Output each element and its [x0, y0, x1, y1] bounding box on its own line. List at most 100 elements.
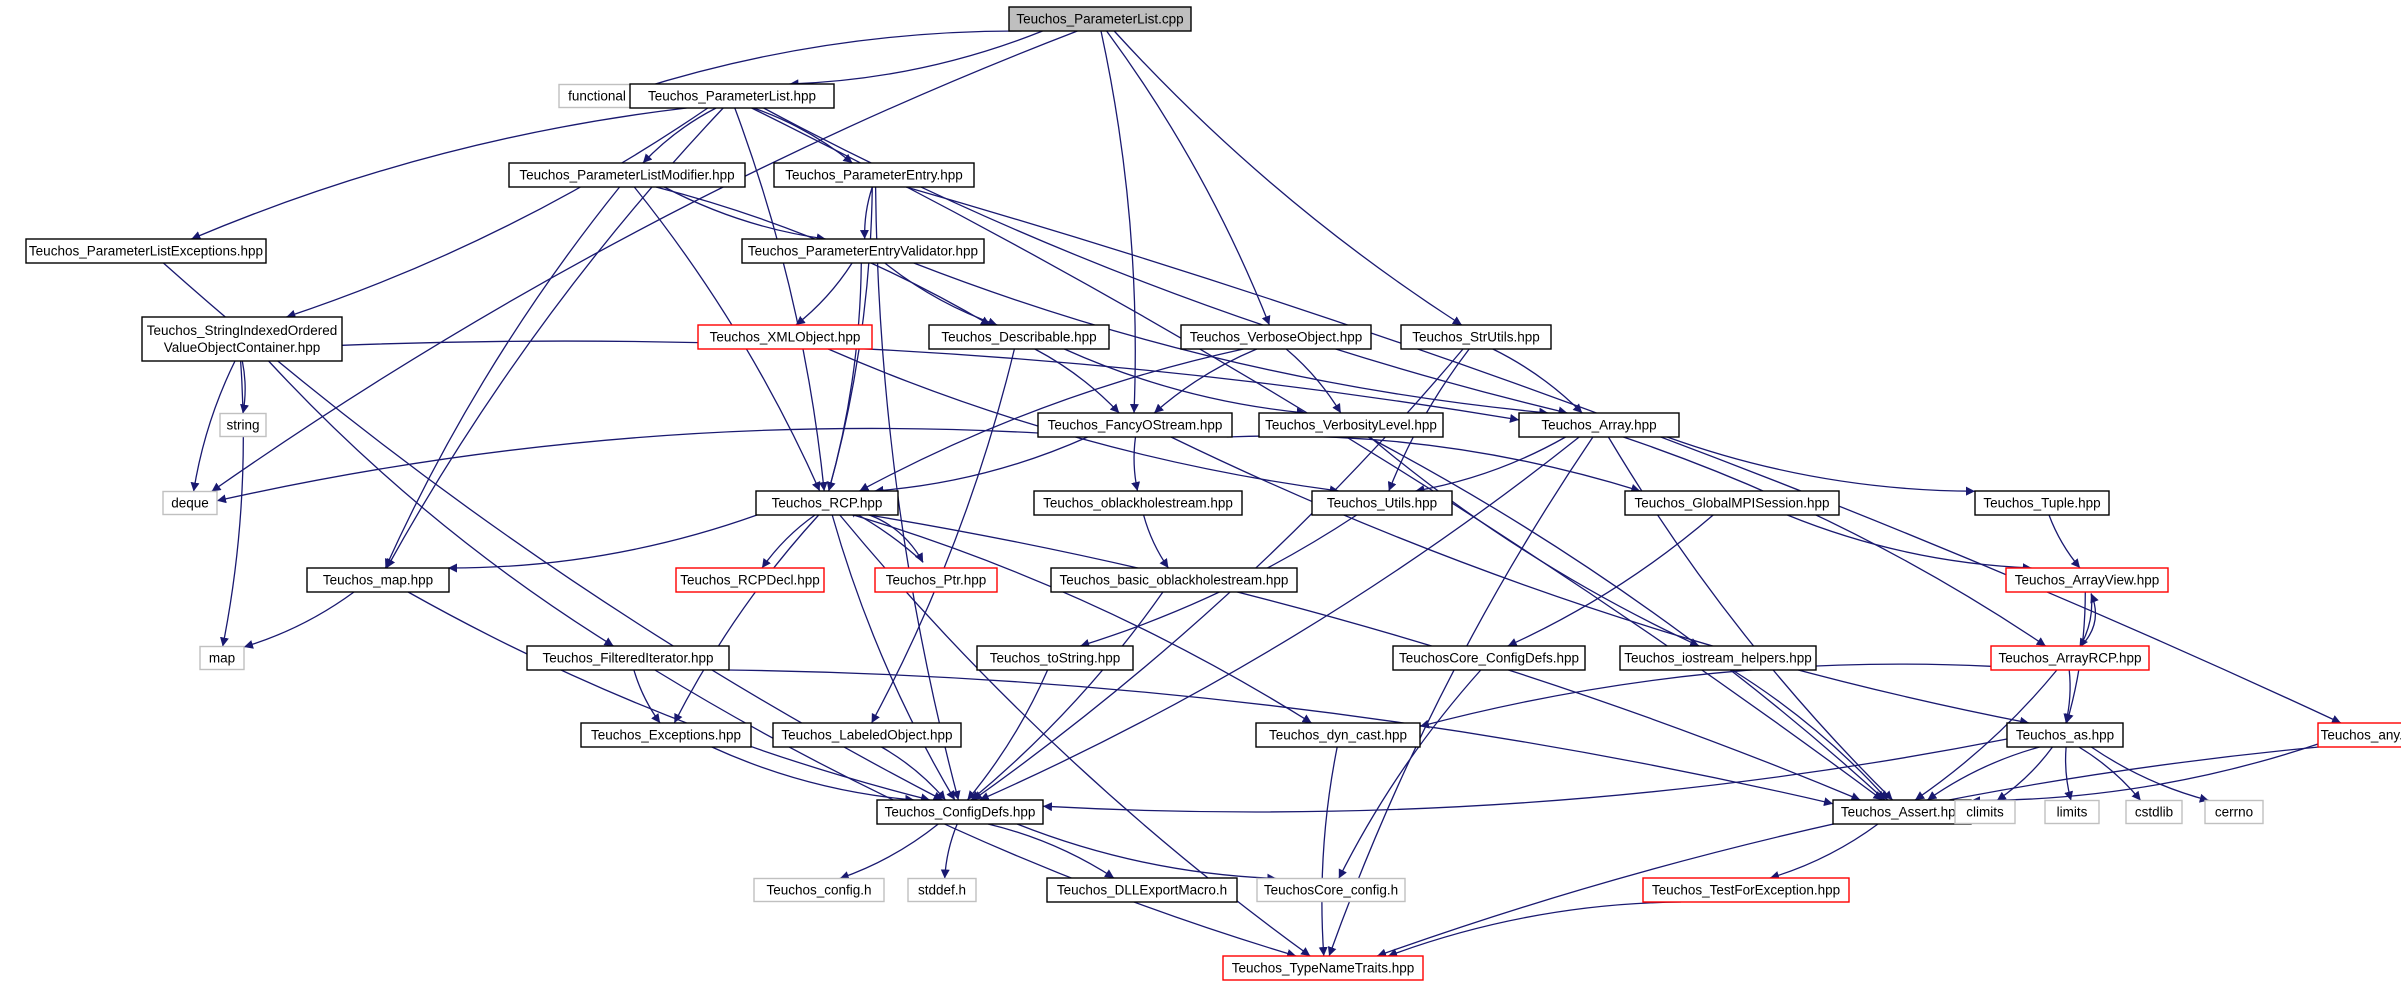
- node-dllexport[interactable]: Teuchos_DLLExportMacro.h: [1046, 877, 1238, 903]
- edge-rcp-to-dyncast: [853, 514, 1312, 724]
- node-box: [306, 567, 450, 593]
- node-label: Teuchos_map.hpp: [323, 573, 433, 588]
- node-verblevel[interactable]: Teuchos_VerbosityLevel.hpp: [1258, 412, 1444, 438]
- node-rcpdecl[interactable]: Teuchos_RCPDecl.hpp: [675, 567, 825, 593]
- node-box: [675, 567, 825, 593]
- node-configh[interactable]: Teuchos_config.h: [753, 877, 885, 903]
- node-box: [773, 162, 975, 188]
- node-iohelpers[interactable]: Teuchos_iostream_helpers.hpp: [1619, 645, 1817, 671]
- node-box: [2006, 722, 2124, 748]
- node-sioc[interactable]: Teuchos_StringIndexedOrderedValueObjectC…: [141, 316, 343, 362]
- edge-rcp-to-exceptions: [673, 514, 820, 724]
- node-dyncast[interactable]: Teuchos_dyn_cast.hpp: [1255, 722, 1421, 748]
- node-label: Teuchos_iostream_helpers.hpp: [1624, 651, 1812, 666]
- edge-plist-to-plistmod: [642, 107, 717, 164]
- edge-sioc-to-filtiter: [268, 360, 614, 647]
- node-configdefs[interactable]: Teuchos_ConfigDefs.hpp: [876, 799, 1044, 825]
- node-exceptions[interactable]: Teuchos_Exceptions.hpp: [580, 722, 752, 748]
- node-label: Teuchos_ParameterListExceptions.hpp: [29, 244, 263, 259]
- node-box: [1518, 412, 1680, 438]
- node-deque[interactable]: deque: [162, 490, 218, 516]
- node-labeledobj[interactable]: Teuchos_LabeledObject.hpp: [772, 722, 962, 748]
- edge-sioc-to-deque: [190, 360, 236, 492]
- node-globalmpi[interactable]: Teuchos_GlobalMPISession.hpp: [1624, 490, 1840, 516]
- node-box: [1400, 324, 1552, 350]
- node-box: [580, 722, 752, 748]
- edge-array-to-utils: [1415, 436, 1566, 494]
- node-cstdlib[interactable]: cstdlib: [2125, 799, 2183, 825]
- node-box: [1392, 645, 1586, 671]
- edge-plist-to-pentry: [753, 107, 853, 164]
- node-verboseobj[interactable]: Teuchos_VerboseObject.hpp: [1180, 324, 1372, 350]
- node-cerrno[interactable]: cerrno: [2204, 799, 2264, 825]
- node-map[interactable]: Teuchos_map.hpp: [306, 567, 450, 593]
- node-label: Teuchos_DLLExportMacro.h: [1057, 883, 1227, 898]
- edge-arrayrcp-to-assert: [1914, 669, 2058, 801]
- edge-labeledobj-to-configdefs: [881, 746, 946, 801]
- node-plistexc[interactable]: Teuchos_ParameterListExceptions.hpp: [25, 238, 267, 264]
- node-basicoblack[interactable]: Teuchos_basic_oblackholestream.hpp: [1050, 567, 1298, 593]
- node-describable[interactable]: Teuchos_Describable.hpp: [928, 324, 1110, 350]
- node-box: [1619, 645, 1817, 671]
- node-strutils[interactable]: Teuchos_StrUtils.hpp: [1400, 324, 1552, 350]
- edge-array-to-arrayrcp: [1623, 436, 2047, 647]
- edge-tuple-to-arrayview: [2048, 514, 2081, 569]
- node-fancyos[interactable]: Teuchos_FancyOStream.hpp: [1037, 412, 1233, 438]
- node-arrayrcp[interactable]: Teuchos_ArrayRCP.hpp: [1990, 645, 2150, 671]
- node-oblackhole[interactable]: Teuchos_oblackholestream.hpp: [1033, 490, 1243, 516]
- edge-sioc-to-mapstd: [220, 360, 244, 647]
- node-box: [1311, 490, 1453, 516]
- node-box: [526, 645, 730, 671]
- edge-dyncast-to-typename: [1318, 746, 1338, 957]
- node-box: [2044, 799, 2100, 825]
- node-pentry[interactable]: Teuchos_ParameterEntry.hpp: [773, 162, 975, 188]
- node-pentryval[interactable]: Teuchos_ParameterEntryValidator.hpp: [741, 238, 985, 264]
- edge-root-to-fancyos: [1100, 30, 1139, 414]
- node-utils[interactable]: Teuchos_Utils.hpp: [1311, 490, 1453, 516]
- node-mapstd[interactable]: map: [199, 645, 245, 671]
- node-as[interactable]: Teuchos_as.hpp: [2006, 722, 2124, 748]
- node-xmlobj[interactable]: Teuchos_XMLObject.hpp: [697, 324, 873, 350]
- node-stddef[interactable]: stddef.h: [907, 877, 977, 903]
- node-any[interactable]: Teuchos_any.hpp: [2317, 722, 2401, 748]
- node-box: [199, 645, 245, 671]
- node-typename[interactable]: Teuchos_TypeNameTraits.hpp: [1222, 955, 1424, 981]
- node-string[interactable]: string: [219, 412, 267, 438]
- node-label: Teuchos_Assert.hpp: [1841, 805, 1963, 820]
- node-box: [629, 83, 835, 109]
- node-box: [1642, 877, 1850, 903]
- edge-oblackhole-to-basicoblack: [1142, 514, 1169, 569]
- node-array[interactable]: Teuchos_Array.hpp: [1518, 412, 1680, 438]
- node-label: Teuchos_TypeNameTraits.hpp: [1232, 961, 1415, 976]
- node-plist[interactable]: Teuchos_ParameterList.hpp: [629, 83, 835, 109]
- node-arrayview[interactable]: Teuchos_ArrayView.hpp: [2005, 567, 2169, 593]
- node-functional[interactable]: functional: [558, 83, 636, 109]
- node-root[interactable]: Teuchos_ParameterList.cpp: [1008, 6, 1192, 32]
- node-label: Teuchos_ParameterEntry.hpp: [785, 168, 963, 183]
- node-label: cerrno: [2215, 805, 2253, 820]
- edge-pentry-to-pentryval: [859, 186, 873, 240]
- node-tuple[interactable]: Teuchos_Tuple.hpp: [1974, 490, 2110, 516]
- node-plistmod[interactable]: Teuchos_ParameterListModifier.hpp: [508, 162, 746, 188]
- node-filtiter[interactable]: Teuchos_FilteredIterator.hpp: [526, 645, 730, 671]
- edge-exceptions-to-configdefs: [711, 746, 915, 804]
- edge-strutils-to-array: [1492, 348, 1583, 414]
- edge-any-to-assert: [1970, 743, 2319, 806]
- node-rcp[interactable]: Teuchos_RCP.hpp: [755, 490, 899, 516]
- node-assert[interactable]: Teuchos_Assert.hpp: [1832, 799, 1972, 825]
- edge-assert-to-testforexc: [1769, 823, 1879, 880]
- node-tostring[interactable]: Teuchos_toString.hpp: [976, 645, 1134, 671]
- node-label: Teuchos_Ptr.hpp: [886, 573, 987, 588]
- node-coreconfig[interactable]: TeuchosCore_ConfigDefs.hpp: [1392, 645, 1586, 671]
- edge-coreconfig-to-coreconfigh: [1338, 669, 1482, 879]
- edge-verboseobj-to-rcp: [859, 348, 1244, 492]
- node-label: Teuchos_ArrayView.hpp: [2015, 573, 2160, 588]
- node-label: Teuchos_as.hpp: [2016, 728, 2114, 743]
- node-label: Teuchos_Describable.hpp: [941, 330, 1096, 345]
- node-box: [1037, 412, 1233, 438]
- node-ptr[interactable]: Teuchos_Ptr.hpp: [874, 567, 998, 593]
- node-climits[interactable]: climits: [1954, 799, 2016, 825]
- node-testforexc[interactable]: Teuchos_TestForException.hpp: [1642, 877, 1850, 903]
- node-coreconfigh[interactable]: TeuchosCore_config.h: [1256, 877, 1406, 903]
- node-limits[interactable]: limits: [2044, 799, 2100, 825]
